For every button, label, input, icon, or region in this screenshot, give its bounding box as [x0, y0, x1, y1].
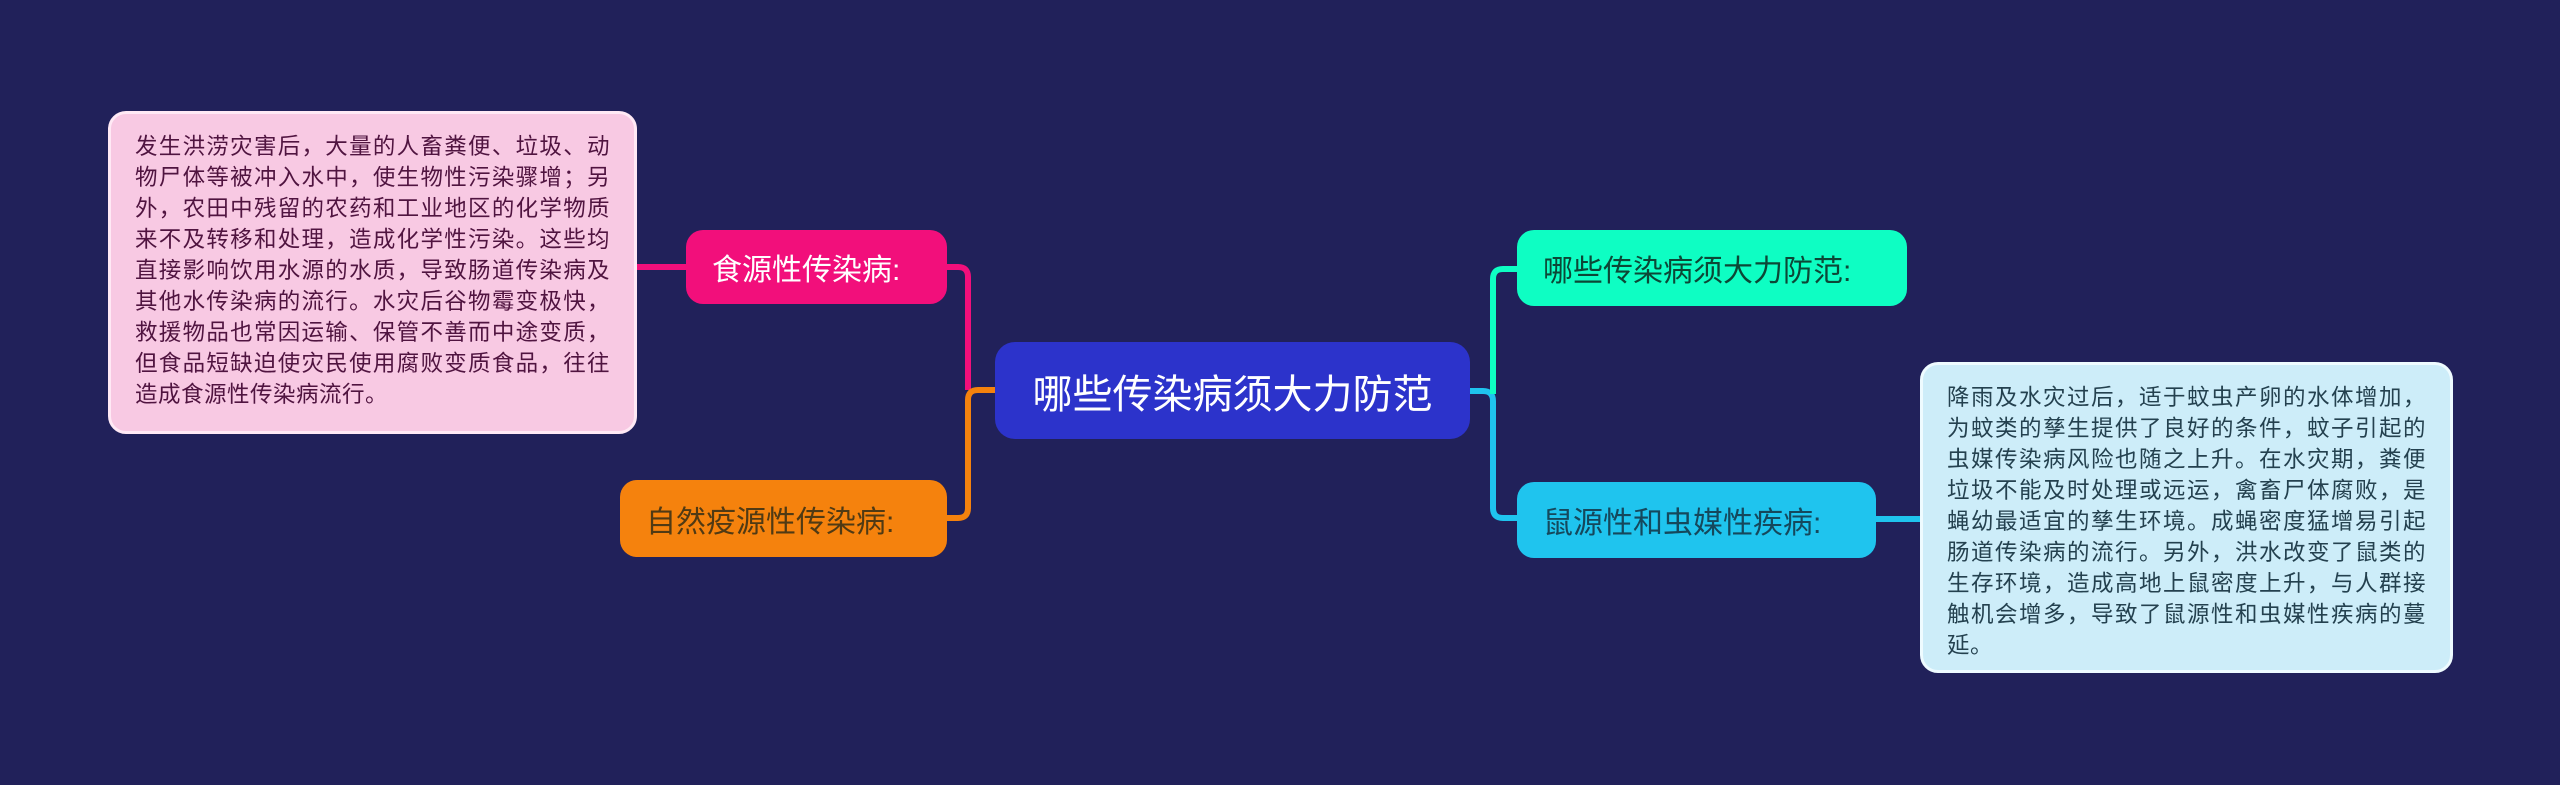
connector-rodent-vector-branch	[1469, 388, 1518, 521]
node-natural-focal[interactable]: 自然疫源性传染病:	[620, 480, 947, 557]
connector-prevention-branch	[1490, 266, 1518, 394]
note-rodent-vector[interactable]: 降雨及水灾过后，适于蚊虫产卵的水体增加，为蚊类的孳生提供了良好的条件，蚊子引起的…	[1920, 362, 2453, 673]
connector-natural-focal	[946, 387, 996, 521]
node-prevention-list[interactable]: 哪些传染病须大力防范:	[1517, 230, 1907, 306]
node-root[interactable]: 哪些传染病须大力防范	[995, 342, 1470, 439]
note-food-borne[interactable]: 发生洪涝灾害后，大量的人畜粪便、垃圾、动物尸体等被冲入水中，使生物性污染骤增；另…	[108, 111, 637, 434]
node-rodent-vector[interactable]: 鼠源性和虫媒性疾病:	[1517, 482, 1876, 558]
node-food-borne[interactable]: 食源性传染病:	[686, 230, 947, 304]
connector-food-borne	[946, 264, 971, 390]
